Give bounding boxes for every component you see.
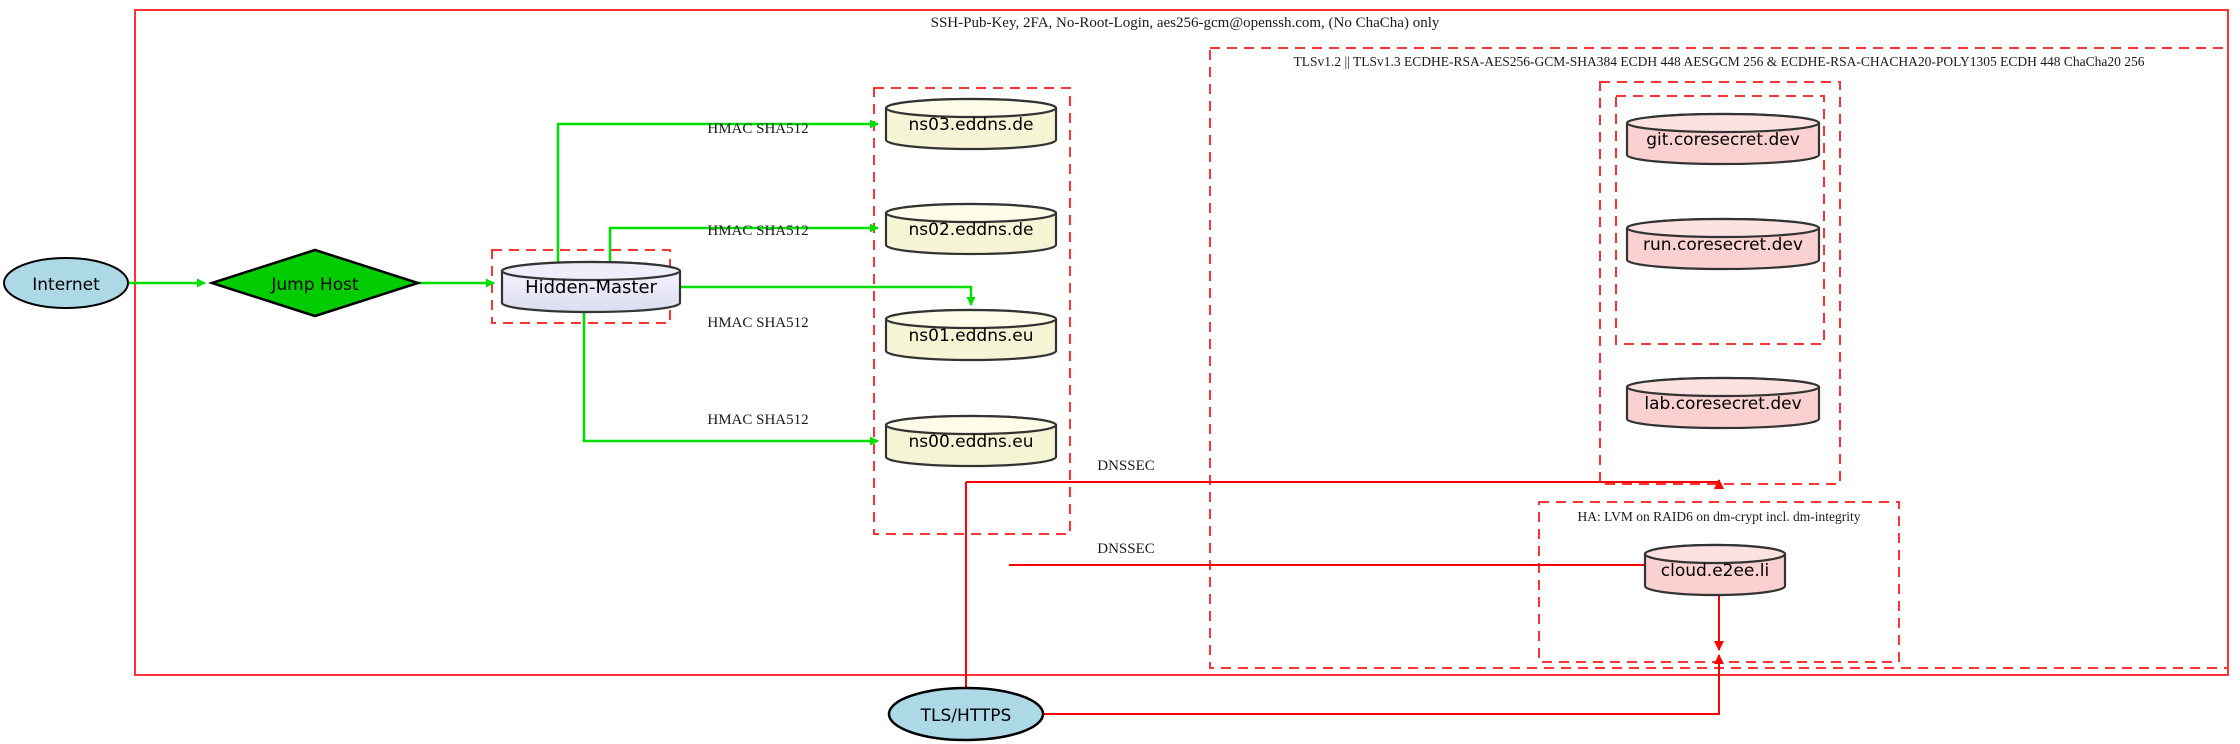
cluster-outer-ssh-label: SSH-Pub-Key, 2FA, No-Root-Login, aes256-…: [931, 15, 1440, 31]
node-ns01[interactable]: ns01.eddns.eu: [884, 308, 1058, 362]
cluster-ha-group-label: HA: LVM on RAID6 on dm-crypt incl. dm-in…: [1578, 509, 1861, 524]
edge-label-hmac-ns03: HMAC SHA512: [707, 121, 808, 137]
node-ns02-label: ns02.eddns.de: [909, 220, 1034, 240]
cluster-coresecret-inner: [1615, 95, 1825, 345]
edge-label-hmac-ns01: HMAC SHA512: [707, 315, 808, 331]
node-hidden-master-label: Hidden-Master: [525, 277, 657, 298]
node-internet[interactable]: Internet: [3, 257, 129, 309]
edge-tls-to-coresecret: [1043, 654, 1724, 715]
edge-hiddenmaster-ns01: [680, 285, 976, 306]
edge-label-dnssec-upper: DNSSEC: [1097, 458, 1155, 474]
edge-label-hmac-ns00: HMAC SHA512: [707, 412, 808, 428]
edge-hiddenmaster-ns00: [582, 311, 879, 446]
node-ns03[interactable]: ns03.eddns.de: [884, 97, 1058, 151]
node-tls-https-label: TLS/HTTPS: [920, 706, 1012, 726]
edge-hiddenmaster-ns03: [556, 119, 879, 263]
cluster-outer-ssh: SSH-Pub-Key, 2FA, No-Root-Login, aes256-…: [134, 9, 2229, 676]
node-run-coresecret[interactable]: run.coresecret.dev: [1625, 217, 1821, 271]
edge-label-hmac-ns02: HMAC SHA512: [707, 223, 808, 239]
node-hidden-master[interactable]: Hidden-Master: [500, 260, 682, 314]
cluster-tls-ciphers-label: TLSv1.2 || TLSv1.3 ECDHE-RSA-AES256-GCM-…: [1294, 54, 2145, 69]
cluster-dns-group: [873, 87, 1071, 535]
cluster-coresecret-group: [1599, 81, 1841, 485]
edge-hiddenmaster-ns02: [608, 223, 879, 263]
edge-dnssec-upper: [966, 479, 1724, 489]
node-git-coresecret-label: git.coresecret.dev: [1646, 130, 1800, 150]
node-cloud-e2ee-label: cloud.e2ee.li: [1661, 561, 1769, 581]
node-lab-coresecret-label: lab.coresecret.dev: [1644, 394, 1801, 414]
node-run-coresecret-label: run.coresecret.dev: [1643, 235, 1803, 255]
edge-dnssec-lower: [1009, 564, 1724, 651]
node-ns00-label: ns00.eddns.eu: [909, 432, 1034, 452]
node-cloud-e2ee[interactable]: cloud.e2ee.li: [1643, 543, 1787, 597]
node-ns02[interactable]: ns02.eddns.de: [884, 202, 1058, 256]
node-git-coresecret[interactable]: git.coresecret.dev: [1625, 112, 1821, 166]
node-ns00[interactable]: ns00.eddns.eu: [884, 414, 1058, 468]
node-jump-host-label: Jump Host: [270, 275, 359, 295]
node-jump-host[interactable]: Jump Host: [207, 248, 423, 318]
node-ns03-label: ns03.eddns.de: [909, 115, 1034, 135]
edge-label-dnssec-lower: DNSSEC: [1097, 541, 1155, 557]
node-tls-https[interactable]: TLS/HTTPS: [887, 686, 1045, 742]
node-ns01-label: ns01.eddns.eu: [909, 326, 1034, 346]
node-internet-label: Internet: [32, 275, 100, 295]
node-lab-coresecret[interactable]: lab.coresecret.dev: [1625, 376, 1821, 430]
